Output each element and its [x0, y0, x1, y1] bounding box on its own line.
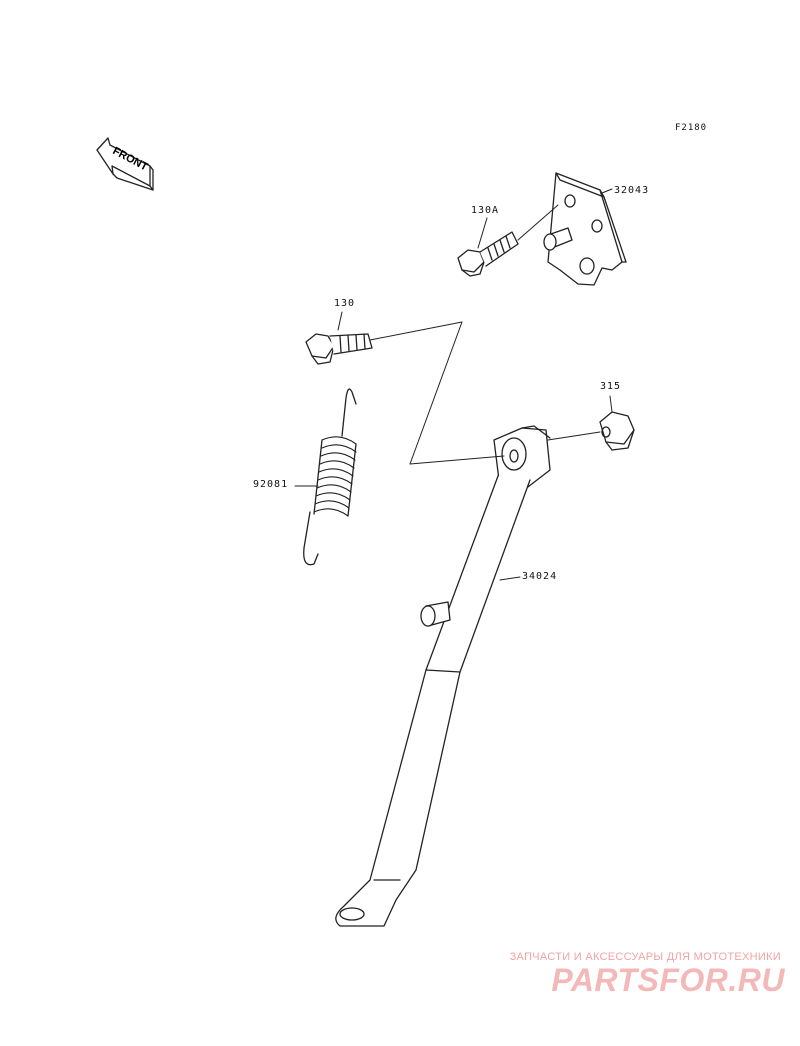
callout-130a: 130A — [471, 205, 500, 216]
figure-code: F2180 — [675, 123, 708, 133]
bolt-130 — [305, 333, 373, 365]
bolt-130a — [457, 231, 519, 277]
bracket-32043 — [543, 172, 627, 286]
side-stand-34024 — [335, 425, 551, 927]
spring-92081 — [303, 388, 357, 566]
nut-315 — [599, 411, 635, 451]
callout-34024: 34024 — [522, 571, 558, 582]
watermark-tagline: ЗАПЧАСТИ И АКСЕССУАРЫ ДЛЯ МОТОТЕХНИКИ — [509, 951, 781, 963]
callout-315: 315 — [600, 381, 622, 392]
front-arrow-icon — [96, 137, 154, 191]
callout-32043: 32043 — [614, 185, 650, 196]
leader-lines — [294, 188, 613, 581]
callout-130: 130 — [334, 298, 356, 309]
watermark-logo: PARTSFOR.RU — [551, 962, 785, 998]
callout-92081: 92081 — [253, 479, 289, 490]
